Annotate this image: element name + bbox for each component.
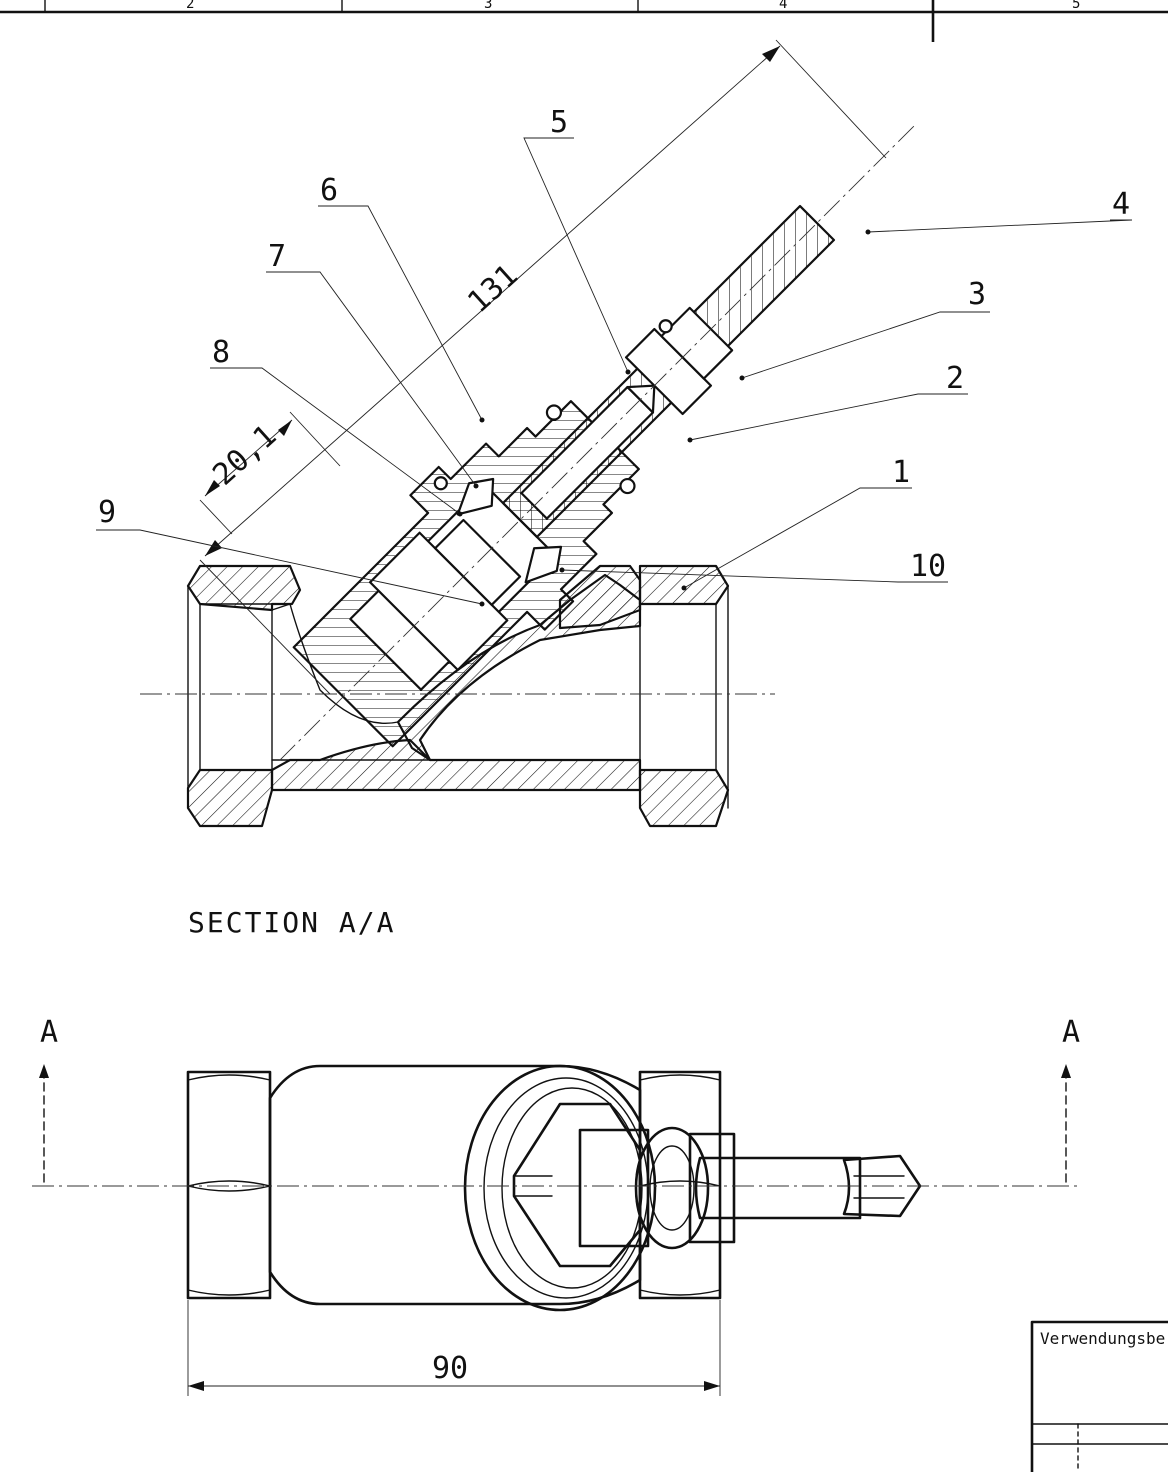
zone-number: 5 [1072, 0, 1080, 12]
section-marker-left-label: A [40, 1015, 58, 1050]
title-block: Verwendungsber [1030, 1320, 1168, 1472]
body-bore [187, 585, 729, 809]
section-marker-right-label: A [1062, 1015, 1080, 1050]
dimension-131-label: 131 [461, 258, 525, 320]
spindle-square-end [842, 1154, 922, 1218]
zone-number: 4 [779, 0, 787, 12]
balloon-5: 5 [550, 105, 568, 140]
balloon-10: 10 [910, 549, 946, 584]
bonnet-assembly [279, 123, 917, 761]
dimension-20-1-label: 20,1 [206, 418, 283, 492]
balloon-7: 7 [268, 239, 286, 274]
balloon-1: 1 [892, 455, 910, 490]
dimension-90: 90 [187, 1300, 721, 1396]
spindle [694, 1156, 862, 1220]
title-block-field-label: Verwendungsber [1040, 1329, 1168, 1348]
exterior-view: A A 90 [32, 1015, 1080, 1396]
gland-nut [634, 1126, 736, 1250]
section-view: 131 20,1 [96, 39, 1133, 828]
body-barrel [268, 1064, 642, 1306]
bonnet-hex [512, 1102, 642, 1268]
section-marker-right: A [1061, 1015, 1080, 1185]
balloon-2: 2 [946, 361, 964, 396]
bonnet-flange [463, 1064, 657, 1312]
drawing-frame-top: 2 3 4 5 [0, 0, 1168, 42]
balloon-3: 3 [968, 277, 986, 312]
zone-number: 3 [484, 0, 492, 12]
section-title: SECTION A/A [188, 906, 395, 939]
left-hex-end [186, 1070, 272, 1300]
balloon-6: 6 [320, 173, 338, 208]
dimension-20-1: 20,1 [199, 411, 341, 535]
balloon-9: 9 [98, 495, 116, 530]
balloon-8: 8 [212, 335, 230, 370]
dimension-90-label: 90 [432, 1351, 468, 1386]
balloon-leaders [96, 137, 1133, 607]
zone-number: 2 [186, 0, 194, 12]
section-marker-left: A [39, 1015, 58, 1185]
balloon-4: 4 [1112, 187, 1130, 222]
gland-stem [578, 1128, 650, 1248]
